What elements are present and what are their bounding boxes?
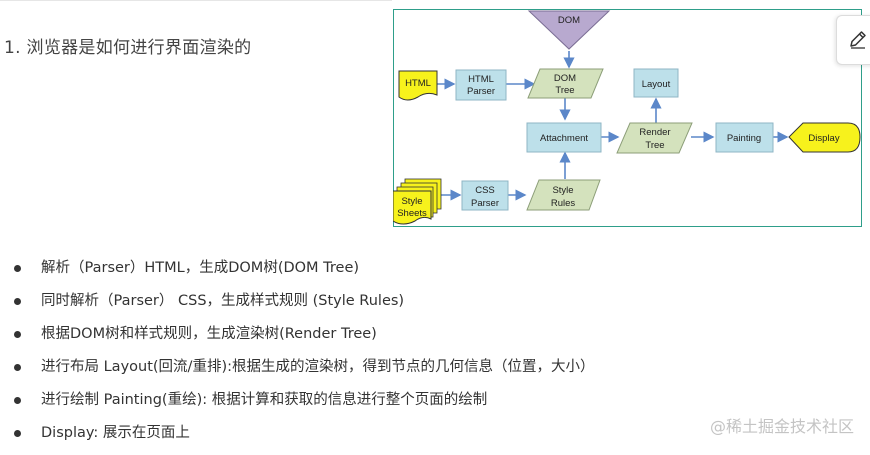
svg-text:DOM: DOM	[554, 73, 576, 84]
bullet-icon	[14, 397, 21, 404]
svg-text:Style: Style	[401, 196, 422, 207]
layout-node: Layout	[633, 68, 679, 98]
svg-text:CSS: CSS	[475, 185, 495, 196]
list-item: 同时解析（Parser） CSS，生成样式规则 (Style Rules)	[14, 290, 594, 323]
list-item: 进行绘制 Painting(重绘): 根据计算和获取的信息进行整个页面的绘制	[14, 389, 594, 422]
html-input-node: HTML	[398, 70, 438, 101]
svg-text:Style: Style	[552, 185, 573, 196]
css-parser-node: CSS Parser	[461, 180, 509, 211]
list-item: 进行布局 Layout(回流/重排):根据生成的渲染树，得到节点的几何信息（位置…	[14, 356, 594, 389]
svg-text:HTML: HTML	[468, 74, 494, 85]
list-item-text: Display: 展示在页面上	[41, 425, 190, 441]
list-item: 解析（Parser）HTML，生成DOM树(DOM Tree)	[14, 257, 594, 290]
dom-tree-node: DOM Tree	[527, 68, 604, 99]
dom-source-node: DOM	[527, 10, 611, 50]
painting-node: Painting	[715, 122, 774, 153]
watermark: @稀土掘金技术社区	[709, 417, 854, 436]
top-divider	[0, 0, 392, 1]
svg-text:Parser: Parser	[467, 86, 495, 97]
svg-text:Tree: Tree	[645, 140, 664, 151]
svg-text:HTML: HTML	[405, 78, 431, 89]
svg-text:Painting: Painting	[727, 133, 761, 144]
list-item-text: 同时解析（Parser） CSS，生成样式规则 (Style Rules)	[41, 293, 405, 309]
render-tree-node: Render Tree	[616, 122, 693, 154]
steps-list: 解析（Parser）HTML，生成DOM树(DOM Tree) 同时解析（Par…	[14, 257, 594, 455]
bullet-icon	[14, 364, 21, 371]
display-output-node: Display	[788, 122, 861, 153]
section-heading: 1. 浏览器是如何进行界面渲染的	[4, 38, 252, 58]
list-item: 根据DOM树和样式规则，生成渲染树(Render Tree)	[14, 323, 594, 356]
svg-text:Tree: Tree	[555, 85, 574, 96]
style-sheets-node: Style Sheets	[393, 178, 442, 225]
html-parser-node: HTML Parser	[455, 69, 507, 101]
list-item-text: 进行布局 Layout(回流/重排):根据生成的渲染树，得到节点的几何信息（位置…	[41, 359, 595, 375]
svg-text:Render: Render	[639, 127, 670, 138]
list-item-text: 根据DOM树和样式规则，生成渲染树(Render Tree)	[41, 326, 377, 342]
svg-text:Attachment: Attachment	[540, 133, 588, 144]
svg-text:Display: Display	[808, 133, 839, 144]
svg-text:Parser: Parser	[471, 198, 499, 209]
svg-text:Layout: Layout	[642, 79, 671, 90]
bullet-icon	[14, 298, 21, 305]
svg-text:DOM: DOM	[558, 15, 580, 26]
attachment-node: Attachment	[526, 122, 602, 153]
list-item: Display: 展示在页面上	[14, 422, 594, 455]
svg-text:Sheets: Sheets	[397, 208, 427, 219]
edit-button[interactable]	[836, 15, 870, 65]
pencil-icon	[850, 31, 866, 49]
bullet-icon	[14, 331, 21, 338]
svg-text:Rules: Rules	[551, 198, 576, 209]
render-pipeline-diagram: DOM HTML HTML Parser DOM Tree Layout Att…	[393, 9, 862, 227]
list-item-text: 进行绘制 Painting(重绘): 根据计算和获取的信息进行整个页面的绘制	[41, 392, 488, 408]
style-rules-node: Style Rules	[526, 179, 601, 211]
bullet-icon	[14, 265, 21, 272]
list-item-text: 解析（Parser）HTML，生成DOM树(DOM Tree)	[41, 260, 360, 276]
bullet-icon	[14, 430, 21, 437]
diagram-arrows	[436, 51, 789, 201]
